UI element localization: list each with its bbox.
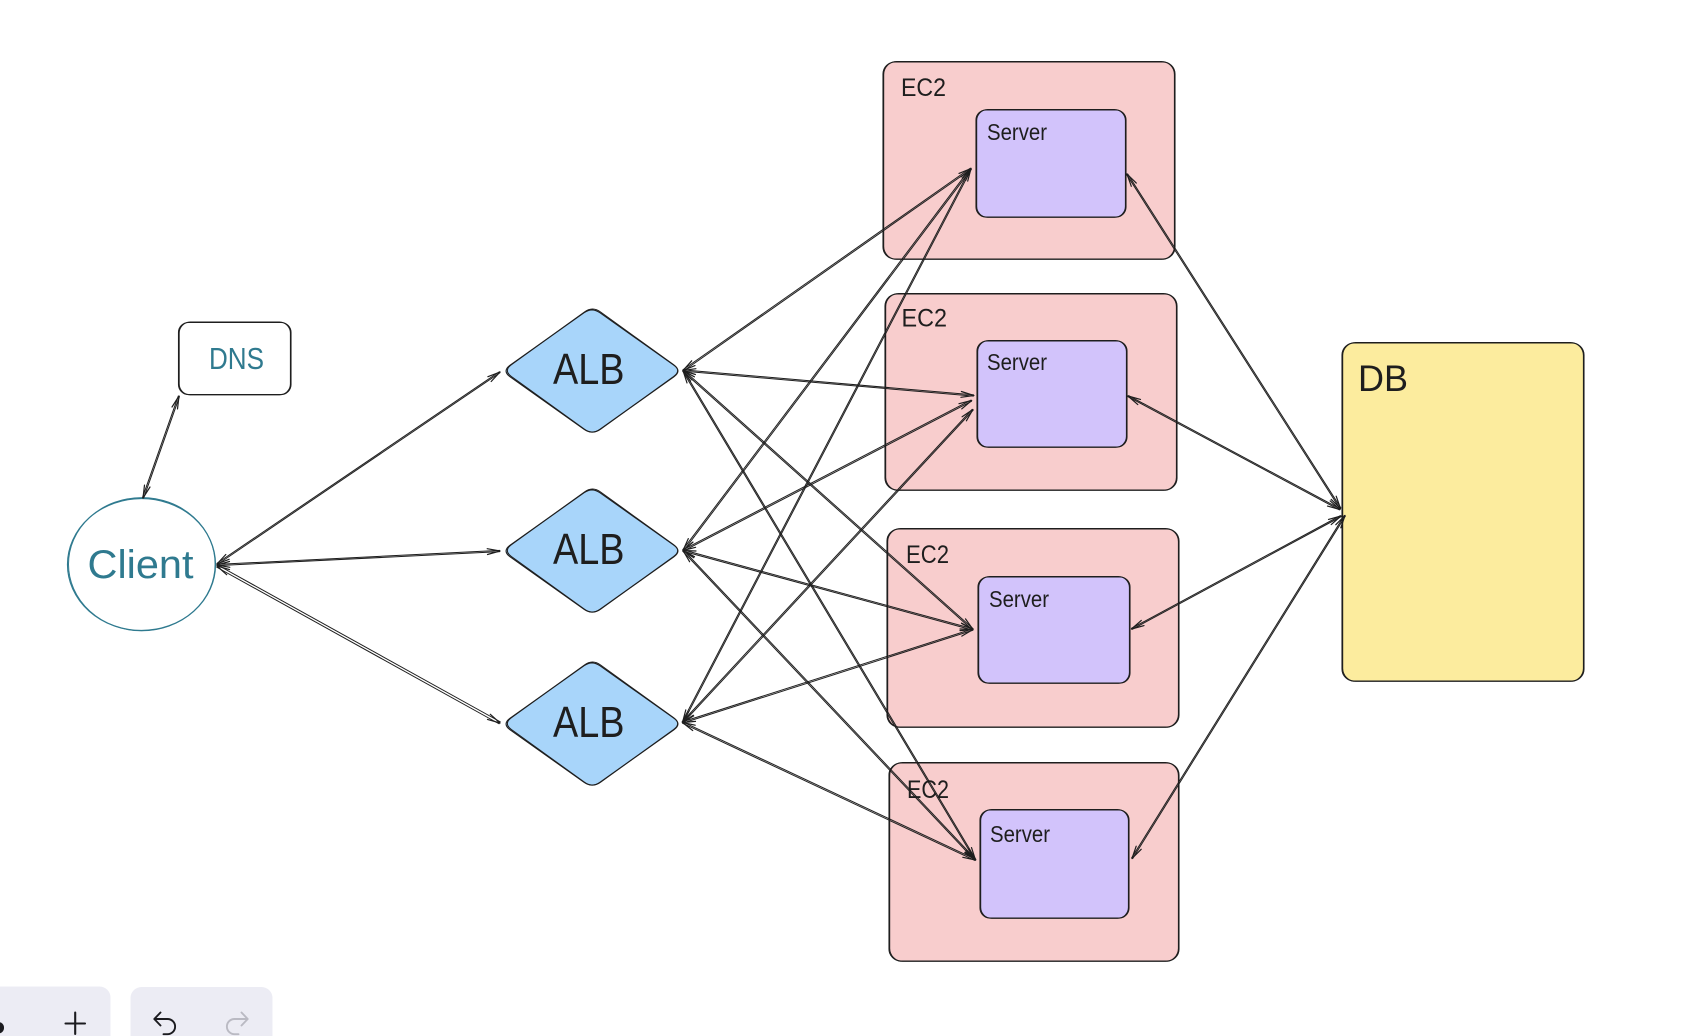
svg-text:EC2: EC2	[902, 305, 948, 333]
svg-text:EC2: EC2	[901, 74, 946, 102]
svg-text:Server: Server	[987, 349, 1047, 375]
svg-text:ALB: ALB	[553, 525, 625, 574]
svg-text:EC2: EC2	[907, 776, 949, 804]
svg-text:ALB: ALB	[553, 345, 625, 394]
svg-text:DNS: DNS	[209, 341, 264, 376]
svg-text:Client: Client	[88, 543, 194, 587]
svg-text:ALB: ALB	[553, 698, 625, 747]
svg-text:DB: DB	[1358, 358, 1408, 399]
svg-text:Server: Server	[987, 119, 1047, 145]
svg-text:EC2: EC2	[906, 541, 949, 569]
svg-text:Server: Server	[990, 821, 1050, 847]
svg-text:Server: Server	[989, 586, 1049, 612]
